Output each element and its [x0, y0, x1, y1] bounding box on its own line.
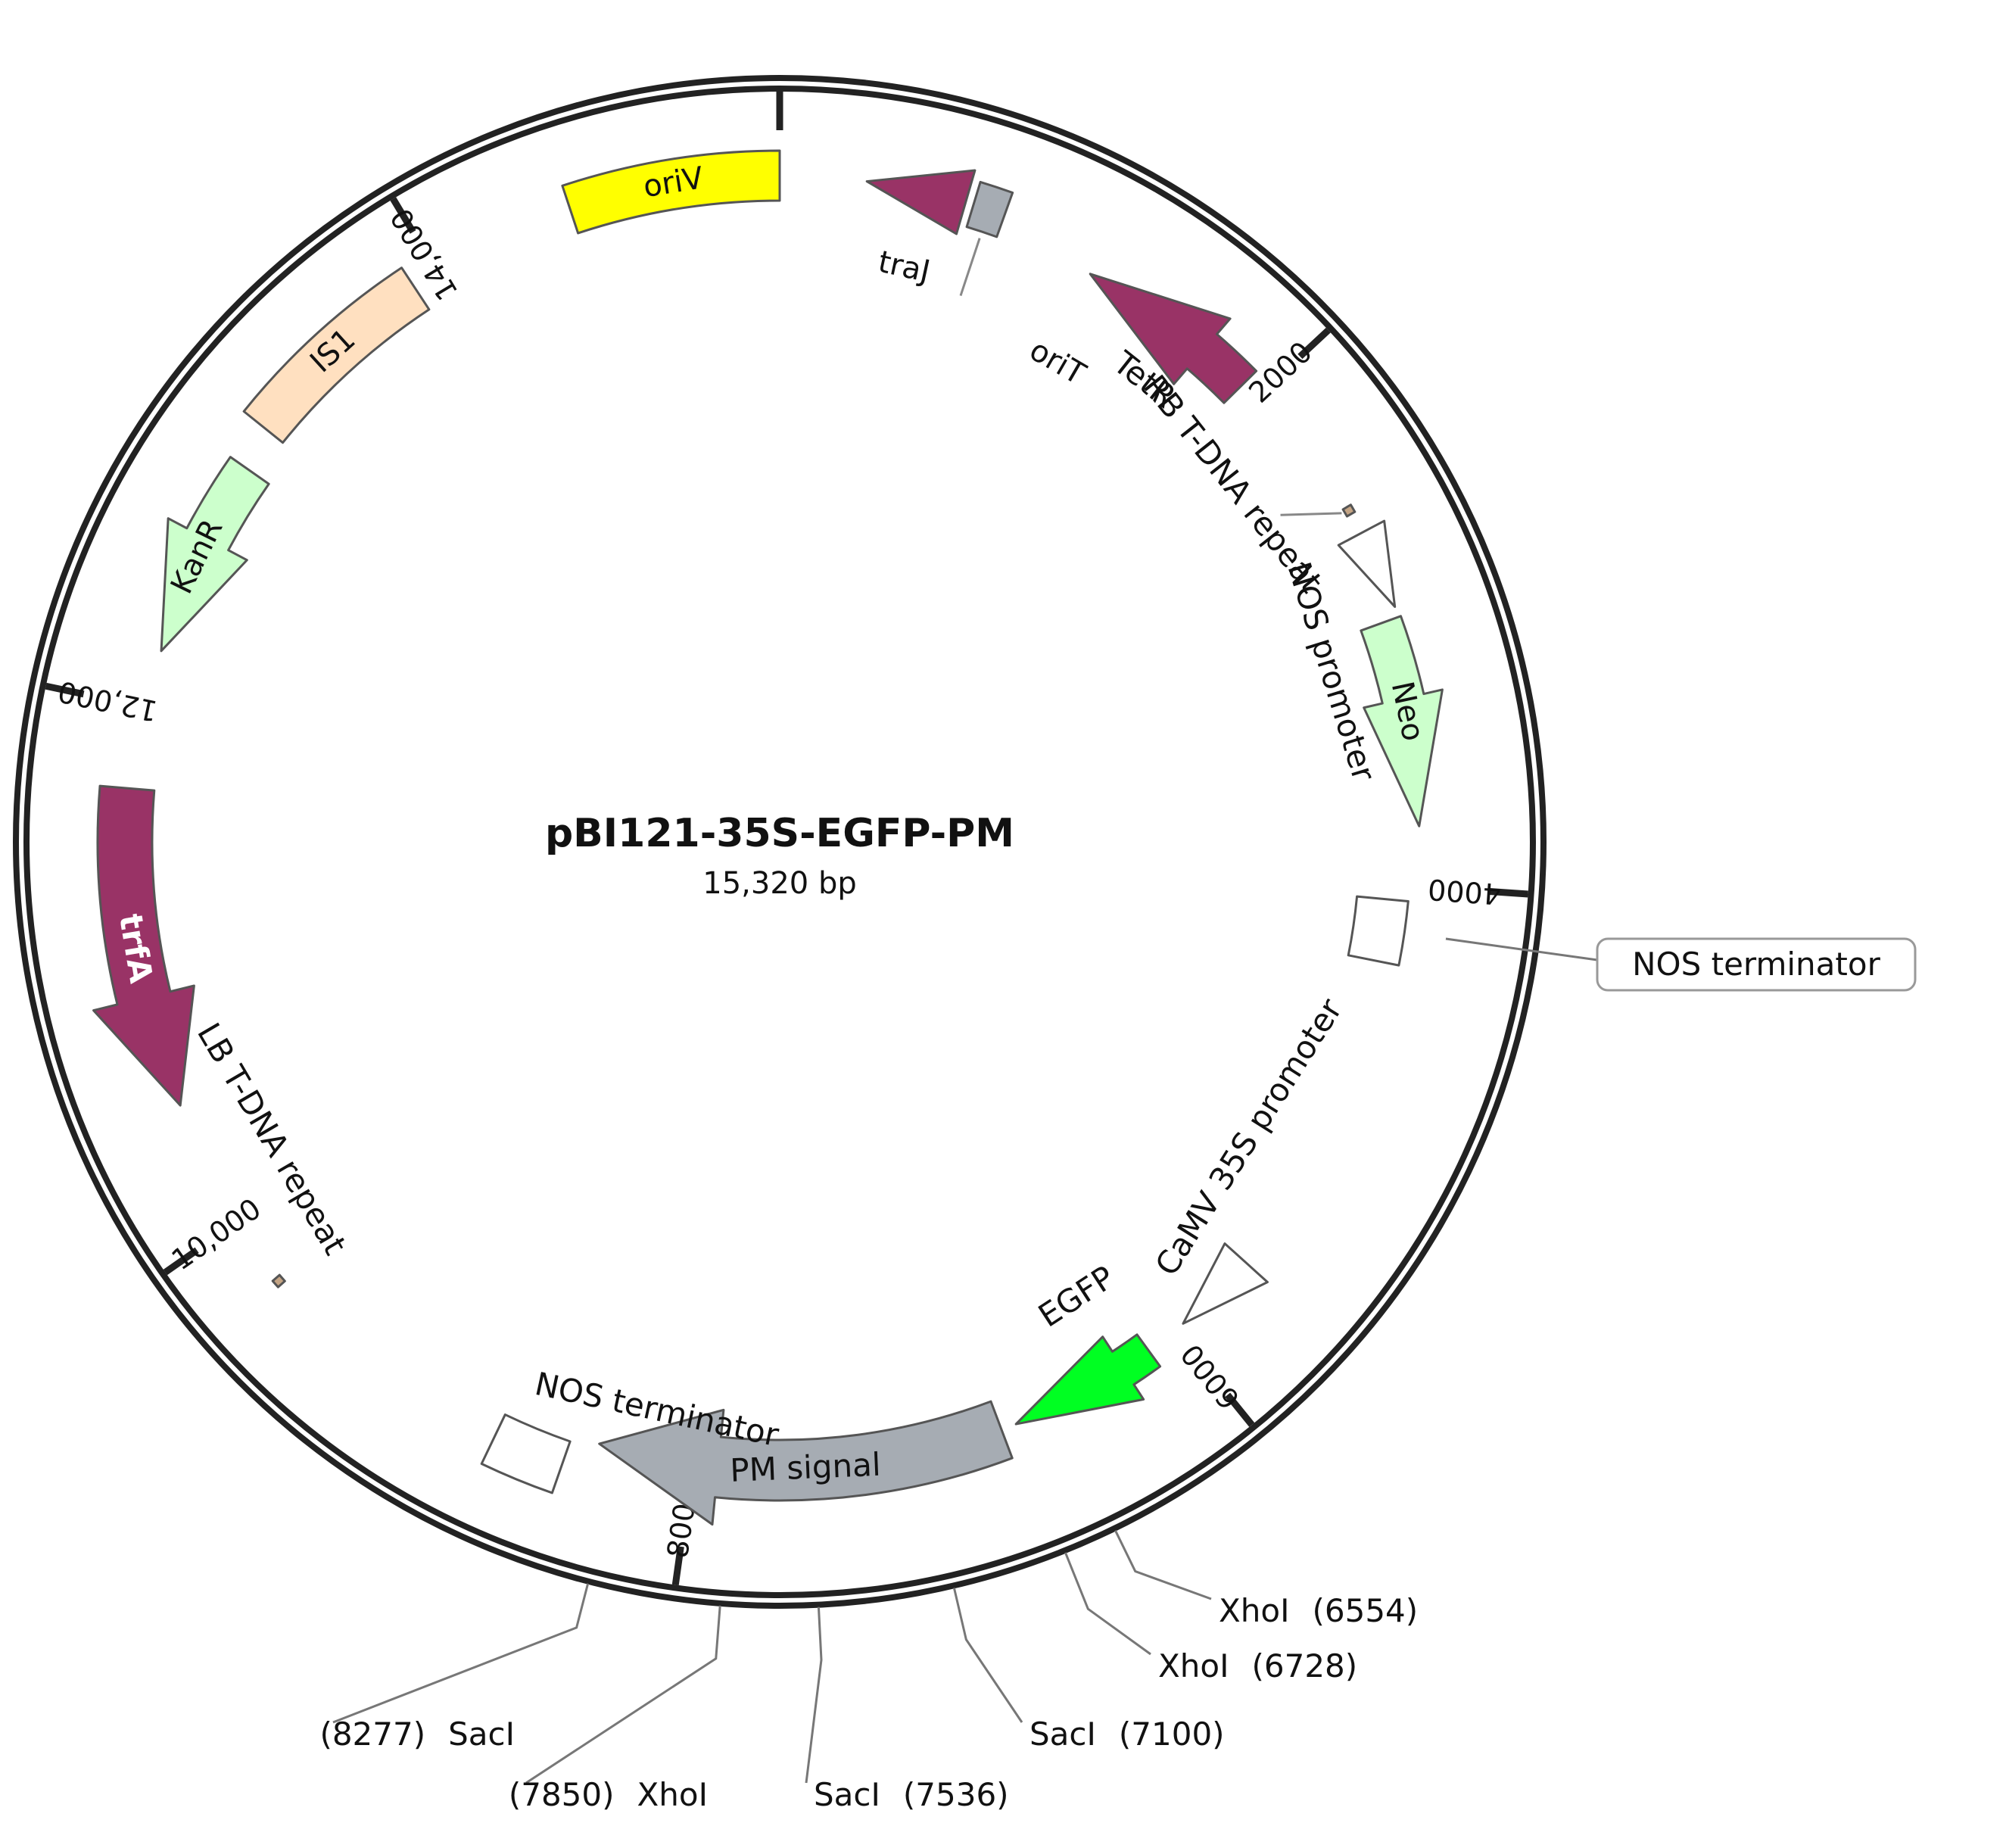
feature-label-traJ: traJ — [875, 245, 933, 289]
restriction-site: XhoI (6554) — [1114, 1530, 1418, 1629]
tick-mark — [1489, 887, 1528, 898]
plasmid-name: pBI121-35S-EGFP-PM — [545, 811, 1014, 856]
feature-traJ — [865, 169, 977, 235]
tick-label: 4000 — [1427, 872, 1503, 911]
tick-mark — [163, 1247, 199, 1276]
feature-oriV — [561, 149, 781, 235]
feature-shape-NOSt2 — [480, 1413, 572, 1494]
feature-shape-Neo — [1360, 615, 1444, 827]
feature-label-NOSp: NOS promoter — [1280, 558, 1382, 786]
site-leader-line — [805, 1606, 823, 1784]
feature-oriT — [965, 180, 1014, 238]
site-label: XhoI (6728) — [1158, 1647, 1357, 1684]
site-leader-line — [525, 1605, 721, 1784]
feature-shape-PM — [598, 1400, 1014, 1526]
feature-shape-TetR — [1089, 273, 1258, 404]
feature-NOSt1 — [1347, 895, 1409, 967]
site-position: (6728) — [1251, 1647, 1357, 1684]
feature-shape-IS1 — [242, 266, 431, 444]
restriction-site: SacI (7100) — [952, 1588, 1225, 1753]
callout-box — [1596, 937, 1917, 992]
tick-mark — [390, 197, 416, 234]
site-position: (8277) — [319, 1716, 425, 1753]
tick-label: 6000 — [1174, 1338, 1246, 1416]
plasmid-size: 15,320 bp — [702, 866, 856, 901]
site-leader-line — [952, 1588, 1023, 1723]
feature-EGFP — [1014, 1333, 1162, 1426]
restriction-site: (8277) SacI — [319, 1583, 590, 1753]
feature-label-CaMV: CaMV 35S promoter — [1148, 992, 1350, 1282]
feature-shape-KanR — [160, 456, 270, 653]
site-enzyme: XhoI — [1158, 1647, 1229, 1684]
site-enzyme: SacI — [448, 1716, 515, 1753]
feature-shape-RB — [1341, 503, 1357, 518]
feature-shape-trfA — [92, 784, 195, 1107]
site-leader-line — [1064, 1552, 1151, 1656]
site-enzyme: SacI — [1029, 1716, 1096, 1753]
backbone-outer-ring — [13, 75, 1547, 1609]
center-labels: pBI121-35S-EGFP-PM 15,320 bp — [545, 811, 1014, 901]
nos-terminator-callout: NOS terminator — [1445, 937, 1917, 992]
feature-label-oriT: oriT — [1023, 333, 1092, 392]
feature-TetR — [1089, 273, 1258, 404]
feature-shape-oriV — [561, 149, 781, 235]
tick-label: 10,000 — [166, 1192, 267, 1276]
site-position: (7850) — [509, 1776, 615, 1813]
site-leader-line — [1114, 1530, 1212, 1600]
site-position: (7100) — [1119, 1716, 1225, 1753]
feature-shape-EGFP — [1014, 1333, 1162, 1426]
tick-mark — [1297, 327, 1331, 360]
site-enzyme: XhoI — [1219, 1592, 1289, 1629]
feature-NOSp — [1337, 519, 1397, 608]
external-callouts: NOS terminator — [1445, 937, 1917, 992]
feature-trfA — [92, 784, 195, 1107]
site-label: (8277) SacI — [319, 1716, 515, 1753]
site-label: SacI (7536) — [814, 1776, 1009, 1813]
site-enzyme: XhoI — [637, 1776, 708, 1813]
feature-shape-oriT — [965, 180, 1014, 238]
feature-IS1 — [242, 266, 431, 444]
site-label: SacI (7100) — [1029, 1716, 1225, 1753]
tick-mark — [45, 682, 85, 698]
site-label: XhoI (6554) — [1219, 1592, 1418, 1629]
site-leader-line — [332, 1583, 590, 1724]
restriction-site: XhoI (6728) — [1064, 1552, 1357, 1684]
callout-label: NOS terminator — [1632, 946, 1880, 983]
tick-mark — [1225, 1392, 1255, 1427]
plasmid-backbone — [13, 75, 1547, 1609]
tick-label: 12,000 — [55, 675, 160, 728]
backbone-inner-ring — [23, 86, 1536, 1598]
restriction-site: SacI (7536) — [805, 1606, 1009, 1813]
feature-shape-CaMV — [1182, 1242, 1269, 1325]
site-position: (6554) — [1312, 1592, 1418, 1629]
site-enzyme: SacI — [814, 1776, 880, 1813]
oriT-leader-line — [959, 238, 981, 297]
restriction-site: (7850) XhoI — [509, 1605, 721, 1813]
feature-NOSt2 — [480, 1413, 572, 1494]
site-position: (7536) — [903, 1776, 1009, 1813]
feature-shape-NOSp — [1337, 519, 1397, 608]
feature-shape-traJ — [865, 169, 977, 235]
site-label: (7850) XhoI — [509, 1776, 708, 1813]
feature-Neo — [1360, 615, 1444, 827]
restriction-sites: XhoI (6554) XhoI (6728) SacI (7100) SacI (7536)… — [319, 1530, 1418, 1813]
feature-shape-LB — [271, 1273, 286, 1289]
feature-PM — [598, 1400, 1014, 1526]
callout-leader-line — [1445, 937, 1598, 961]
feature-label-EGFP: EGFP — [1032, 1258, 1121, 1334]
feature-shape-NOSt1 — [1347, 895, 1409, 967]
feature-LB — [271, 1273, 286, 1289]
tick-mark — [671, 1546, 684, 1586]
feature-CaMV — [1182, 1242, 1269, 1325]
feature-RB — [1341, 503, 1357, 518]
feature-KanR — [160, 456, 270, 653]
feature-label-PM: PM signal — [729, 1446, 881, 1489]
RB-leader-line — [1280, 512, 1342, 516]
